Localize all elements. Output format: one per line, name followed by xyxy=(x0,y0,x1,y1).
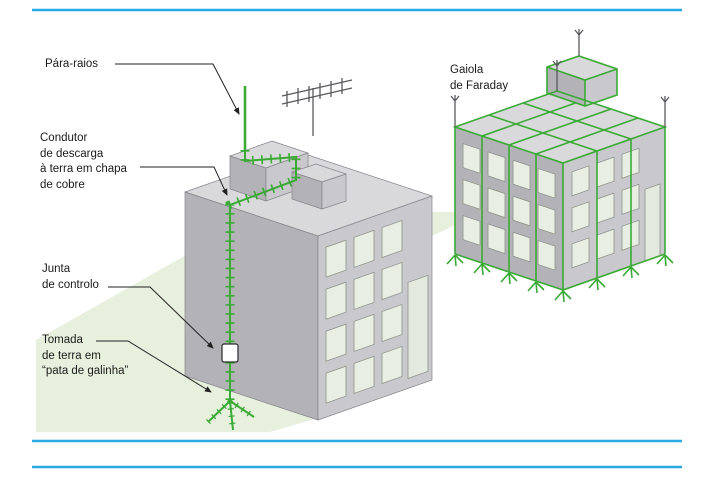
window xyxy=(325,323,347,362)
label-line: “pata de galinha” xyxy=(42,365,129,377)
window xyxy=(571,237,590,269)
balcony-door xyxy=(407,274,429,379)
window xyxy=(381,219,403,259)
building-left xyxy=(183,78,434,431)
window xyxy=(381,345,403,385)
window xyxy=(487,187,506,219)
leader-junta xyxy=(108,286,214,349)
window xyxy=(512,195,531,227)
window xyxy=(381,261,403,301)
label-line: Junta xyxy=(42,263,71,275)
label-tomada: Tomada de terra em “pata de galinha” xyxy=(42,333,128,380)
penthouse-front xyxy=(321,173,347,210)
down-conductor xyxy=(225,150,301,401)
label-line: de Faraday xyxy=(450,79,509,92)
window xyxy=(462,143,481,174)
window xyxy=(325,365,347,404)
leader-tomada xyxy=(96,340,212,393)
window xyxy=(537,167,556,199)
windows-grid-right-building-front-face xyxy=(571,147,661,269)
window xyxy=(353,229,375,268)
earth-crowfoot xyxy=(205,398,256,431)
window xyxy=(487,223,506,255)
entrance-door xyxy=(644,183,661,262)
faraday-cage-roof-lines xyxy=(481,99,639,155)
building-right xyxy=(446,28,674,303)
control-joint xyxy=(221,343,239,363)
window xyxy=(353,355,375,394)
window xyxy=(512,159,531,191)
window xyxy=(381,303,403,343)
label-line: Gaiola xyxy=(450,64,484,76)
label-line: Condutor xyxy=(40,132,88,144)
window xyxy=(325,281,347,320)
label-line: de controlo xyxy=(42,278,99,291)
window xyxy=(353,313,375,352)
window xyxy=(462,215,481,246)
label-line: de terra em xyxy=(42,349,101,362)
label-line: de descarga xyxy=(40,147,104,160)
window xyxy=(537,239,556,271)
label-line: de cobre xyxy=(40,178,85,191)
building-left-front-face xyxy=(317,195,433,421)
window xyxy=(512,231,531,263)
roof-penthouse-small xyxy=(290,163,348,210)
roof-antennas xyxy=(450,28,670,127)
label-line: Pára-raios xyxy=(45,58,99,70)
leader-para-raios xyxy=(115,63,240,115)
window xyxy=(571,165,590,197)
label-condutor: Condutor de descarga à terra em chapa de… xyxy=(40,131,127,193)
window xyxy=(487,151,506,183)
tv-antenna xyxy=(281,78,353,136)
label-gaiola-de-faraday: Gaiola de Faraday xyxy=(450,63,508,94)
window xyxy=(325,239,347,278)
label-line: Tomada xyxy=(42,334,83,346)
leader-condutor xyxy=(140,166,228,196)
label-junta: Junta de controlo xyxy=(42,262,99,293)
label-line: à terra em chapa xyxy=(40,163,127,175)
window xyxy=(537,203,556,235)
window xyxy=(353,271,375,310)
windows-grid-left-building xyxy=(325,219,429,404)
label-para-raios: Pára-raios xyxy=(45,57,98,73)
windows-grid-right-building-left-face xyxy=(462,143,556,271)
window xyxy=(462,179,481,210)
window xyxy=(571,201,590,233)
